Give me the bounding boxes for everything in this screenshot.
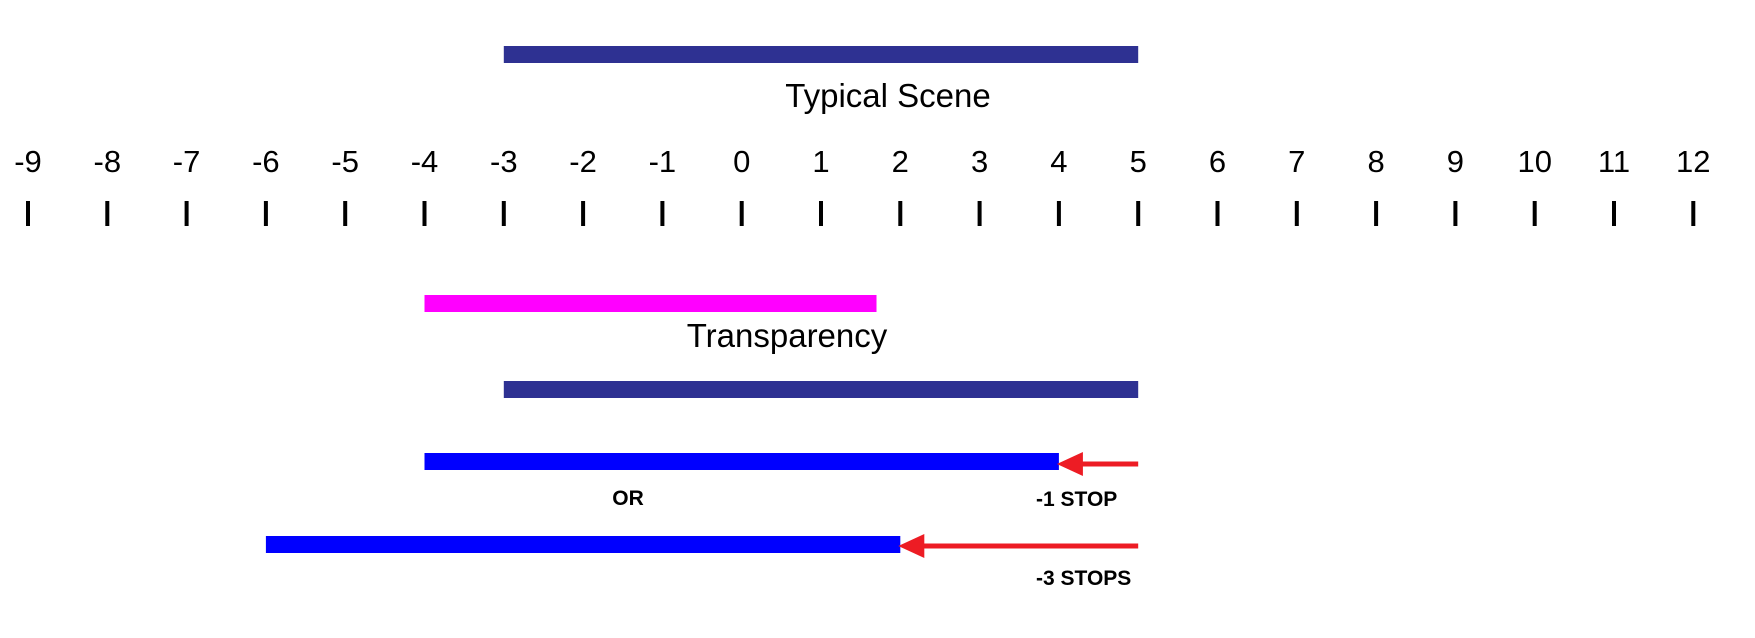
tick-label: -3	[490, 144, 518, 179]
tick-label: 0	[733, 144, 750, 179]
tick-label: 12	[1676, 144, 1710, 179]
tick-label: -5	[331, 144, 359, 179]
tick-label: -2	[569, 144, 597, 179]
tick-label: 8	[1367, 144, 1384, 179]
three-stops-arrow-head	[898, 534, 925, 558]
one-stop-arrow	[1056, 452, 1139, 476]
one-stop-shift-bar	[424, 453, 1059, 470]
or-label: OR	[612, 487, 644, 510]
transparency-bar	[424, 295, 877, 312]
tick-label: -1	[649, 144, 677, 179]
tick-label: 2	[892, 144, 909, 179]
three-stops-shift-bar	[265, 536, 901, 553]
tick-label: 11	[1598, 144, 1630, 179]
tick-label: 9	[1447, 144, 1464, 179]
three-stops-label: -3 STOPS	[1036, 567, 1131, 590]
tick-label: -9	[14, 144, 42, 179]
transparency-label: Transparency	[687, 317, 888, 354]
one-stop-label: -1 STOP	[1036, 488, 1117, 511]
typical-scene-label: Typical Scene	[785, 77, 990, 114]
tick-label: -7	[173, 144, 201, 179]
tick-label: 5	[1130, 144, 1147, 179]
tick-label: -8	[94, 144, 122, 179]
one-stop-arrow-head	[1056, 452, 1083, 476]
tick-label: 4	[1050, 144, 1067, 179]
transparency-range-bar	[503, 381, 1139, 398]
tick-label: 3	[971, 144, 988, 179]
tick-label: -4	[411, 144, 439, 179]
tick-label: -6	[252, 144, 280, 179]
typical-scene-bar	[503, 46, 1139, 63]
tick-label: 6	[1209, 144, 1226, 179]
tick-label: 10	[1517, 144, 1551, 179]
three-stops-arrow	[898, 534, 1139, 558]
tick-label: 7	[1288, 144, 1305, 179]
tick-label: 1	[812, 144, 829, 179]
